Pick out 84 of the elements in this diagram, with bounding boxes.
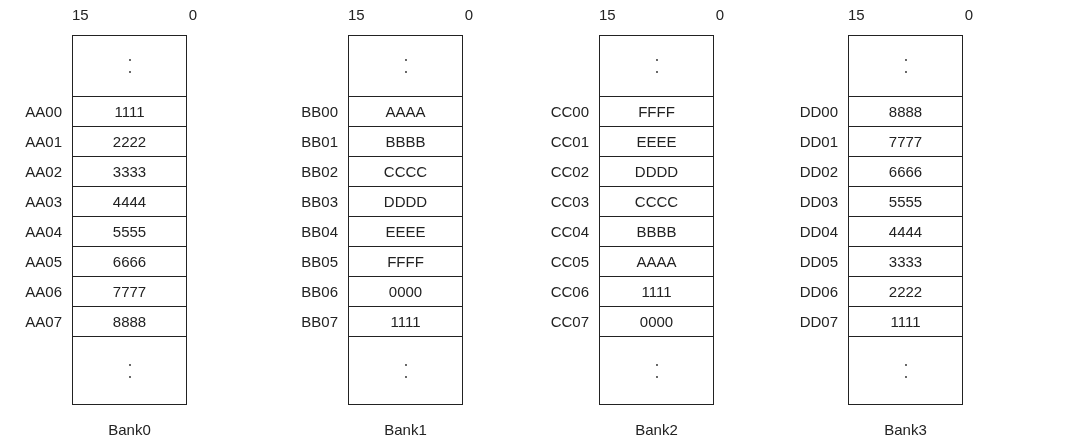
bank-name: Bank3 bbox=[884, 421, 927, 439]
memory-region bbox=[599, 336, 714, 405]
address-label: BB07 bbox=[301, 312, 338, 331]
address-label: CC02 bbox=[550, 162, 589, 181]
memory-region bbox=[599, 35, 714, 97]
bit-index: 15 bbox=[348, 6, 365, 24]
bit-index: 15 bbox=[599, 6, 616, 24]
memory-cell: AAAA bbox=[599, 246, 714, 277]
address-label: AA00 bbox=[25, 102, 62, 121]
address-label: BB06 bbox=[301, 282, 338, 301]
bit-index: 15 bbox=[72, 6, 89, 24]
bank-name: Bank0 bbox=[108, 421, 151, 439]
memory-cell: 4444 bbox=[72, 186, 187, 217]
memory-cell: 3333 bbox=[72, 156, 187, 187]
memory-cell: CCCC bbox=[599, 186, 714, 217]
memory-cell: 6666 bbox=[848, 156, 963, 187]
memory-cell: BBBB bbox=[599, 216, 714, 247]
memory-cell: 8888 bbox=[72, 306, 187, 337]
memory-cell: 1111 bbox=[599, 276, 714, 307]
memory-cell: 7777 bbox=[848, 126, 963, 157]
memory-cell: 1111 bbox=[72, 96, 187, 127]
address-label: CC03 bbox=[550, 192, 589, 211]
bank-name: Bank2 bbox=[635, 421, 678, 439]
memory-cell: 0000 bbox=[348, 276, 463, 307]
memory-region bbox=[348, 336, 463, 405]
memory-cell: FFFF bbox=[348, 246, 463, 277]
address-label: DD04 bbox=[799, 222, 838, 241]
address-label: DD01 bbox=[799, 132, 838, 151]
address-label: BB00 bbox=[301, 102, 338, 121]
memory-cell: EEEE bbox=[599, 126, 714, 157]
memory-cell: BBBB bbox=[348, 126, 463, 157]
address-label: DD03 bbox=[799, 192, 838, 211]
address-label: AA07 bbox=[25, 312, 62, 331]
memory-cell: 6666 bbox=[72, 246, 187, 277]
address-label: CC06 bbox=[550, 282, 589, 301]
memory-cell: 8888 bbox=[848, 96, 963, 127]
memory-cell: 4444 bbox=[848, 216, 963, 247]
memory-cell: 5555 bbox=[848, 186, 963, 217]
bank-name: Bank1 bbox=[384, 421, 427, 439]
bit-index: 0 bbox=[715, 6, 724, 24]
address-label: BB03 bbox=[301, 192, 338, 211]
address-label: CC00 bbox=[550, 102, 589, 121]
address-label: AA03 bbox=[25, 192, 62, 211]
memory-region bbox=[348, 35, 463, 97]
address-label: DD06 bbox=[799, 282, 838, 301]
address-label: DD05 bbox=[799, 252, 838, 271]
memory-cell: CCCC bbox=[348, 156, 463, 187]
address-label: CC07 bbox=[550, 312, 589, 331]
memory-cell: 5555 bbox=[72, 216, 187, 247]
address-label: AA01 bbox=[25, 132, 62, 151]
memory-cell: 7777 bbox=[72, 276, 187, 307]
address-label: BB02 bbox=[301, 162, 338, 181]
memory-cell: 2222 bbox=[848, 276, 963, 307]
address-label: DD00 bbox=[799, 102, 838, 121]
memory-cell: AAAA bbox=[348, 96, 463, 127]
address-label: DD02 bbox=[799, 162, 838, 181]
bit-index: 0 bbox=[464, 6, 473, 24]
bit-index: 0 bbox=[188, 6, 197, 24]
bit-index: 15 bbox=[848, 6, 865, 24]
memory-cell: EEEE bbox=[348, 216, 463, 247]
address-label: AA05 bbox=[25, 252, 62, 271]
address-label: CC01 bbox=[550, 132, 589, 151]
memory-cell: 2222 bbox=[72, 126, 187, 157]
bit-index: 0 bbox=[964, 6, 973, 24]
memory-region bbox=[72, 35, 187, 97]
memory-cell: 1111 bbox=[348, 306, 463, 337]
address-label: CC05 bbox=[550, 252, 589, 271]
address-label: AA02 bbox=[25, 162, 62, 181]
memory-region bbox=[848, 336, 963, 405]
address-label: BB04 bbox=[301, 222, 338, 241]
memory-region bbox=[72, 336, 187, 405]
address-label: BB01 bbox=[301, 132, 338, 151]
memory-cell: 3333 bbox=[848, 246, 963, 277]
memory-cell: DDDD bbox=[348, 186, 463, 217]
memory-cell: 0000 bbox=[599, 306, 714, 337]
memory-cell: DDDD bbox=[599, 156, 714, 187]
address-label: AA06 bbox=[25, 282, 62, 301]
address-label: BB05 bbox=[301, 252, 338, 271]
address-label: DD07 bbox=[799, 312, 838, 331]
memory-cell: 1111 bbox=[848, 306, 963, 337]
address-label: CC04 bbox=[550, 222, 589, 241]
memory-cell: FFFF bbox=[599, 96, 714, 127]
memory-region bbox=[848, 35, 963, 97]
address-label: AA04 bbox=[25, 222, 62, 241]
